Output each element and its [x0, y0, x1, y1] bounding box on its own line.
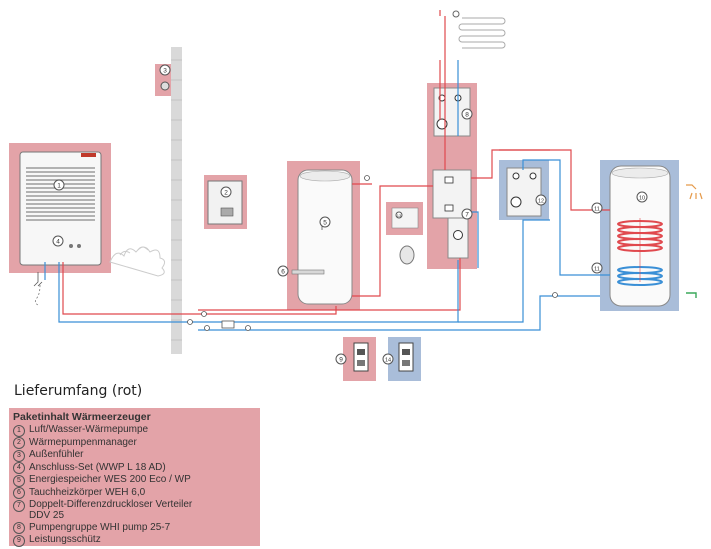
- legend-number: 3: [13, 449, 25, 462]
- marker-13: 13: [397, 213, 402, 218]
- legend-text: Tauchheizkörper WEH 6,0: [29, 486, 146, 498]
- marker-11-top: 11: [594, 207, 600, 213]
- legend-text: Luft/Wasser-Wärmepumpe: [29, 424, 149, 435]
- legend-item: 9 Leistungsschütz: [13, 534, 256, 547]
- legend-item: 1 Luft/Wasser-Wärmepumpe: [13, 424, 256, 437]
- marker-7: 7: [465, 212, 469, 219]
- connection-fittings: [187, 175, 558, 331]
- outdoor-sensor-icon: [160, 81, 170, 91]
- marker-10: 10: [639, 196, 645, 202]
- legend-item: 5 Energiespeicher WES 200 Eco / WP: [13, 474, 256, 487]
- legend-number: 8: [13, 522, 25, 535]
- legend-item: 7 Doppelt-Differenzdruckloser Verteiler D…: [13, 499, 256, 522]
- legend-number: 6: [13, 487, 25, 499]
- legend-number: 9: [13, 534, 25, 547]
- return-pipes-blue: [44, 60, 610, 331]
- marker-9: 9: [339, 357, 343, 364]
- legend-title: Paketinhalt Wärmeerzeuger: [13, 411, 151, 423]
- marker-14: 14: [385, 358, 391, 364]
- marker-2: 2: [224, 190, 228, 197]
- legend-text: Leistungsschütz: [29, 534, 101, 546]
- marker-8: 8: [465, 112, 469, 119]
- legend-number: 5: [13, 474, 25, 487]
- radiator-icon: [458, 17, 506, 49]
- heat-pump-brand-plate: [81, 153, 96, 157]
- marker-6: 6: [281, 269, 285, 276]
- marker-12: 12: [538, 199, 544, 205]
- contactor-9-icon: [353, 342, 369, 372]
- marker-4: 4: [56, 239, 60, 246]
- legend-text: Anschluss-Set (WWP L 18 AD): [29, 461, 166, 473]
- legend-number: 7: [13, 499, 25, 512]
- building-wall: [171, 47, 182, 354]
- marker-11-bottom: 11: [594, 267, 600, 273]
- legend-text: Wärmepumpenmanager: [29, 436, 137, 448]
- cold-water-tap-icon: [686, 292, 697, 298]
- legend-text: Doppelt-Differenzdruckloser Verteiler DD…: [29, 499, 193, 522]
- legend-number: 1: [13, 424, 25, 437]
- marker-5: 5: [323, 220, 327, 227]
- legend-text: Außenfühler: [29, 449, 84, 460]
- supply-pipes-red: [62, 10, 610, 315]
- legend-item: 4 Anschluss-Set (WWP L 18 AD): [13, 461, 256, 474]
- legend-item: 6 Tauchheizkörper WEH 6,0: [13, 486, 256, 499]
- legend-number: 2: [13, 437, 25, 449]
- legend-number: 4: [13, 462, 25, 474]
- marker-3: 3: [163, 68, 167, 75]
- marker-1: 1: [57, 183, 61, 190]
- shower-icon: [686, 184, 703, 200]
- immersion-heater-icon: [291, 269, 325, 275]
- delivery-scope-caption: Lieferumfang (rot): [14, 383, 143, 399]
- storage-tank-icon: [297, 169, 353, 305]
- expansion-vessel-icon: [399, 245, 415, 265]
- legend-text: Energiespeicher WES 200 Eco / WP: [29, 474, 191, 485]
- package-contents-legend: Paketinhalt Wärmeerzeuger 1 Luft/Wasser-W…: [9, 408, 260, 547]
- legend-item: 8 Pumpengruppe WHI pump 25-7: [13, 522, 256, 535]
- legend-item: 3 Außenfühler: [13, 449, 256, 462]
- bush-decoration: [109, 246, 166, 277]
- contactor-14-icon: [398, 342, 414, 372]
- legend-item: 2 Wärmepumpenmanager: [13, 436, 256, 449]
- legend-text: Pumpengruppe WHI pump 25-7: [29, 521, 171, 533]
